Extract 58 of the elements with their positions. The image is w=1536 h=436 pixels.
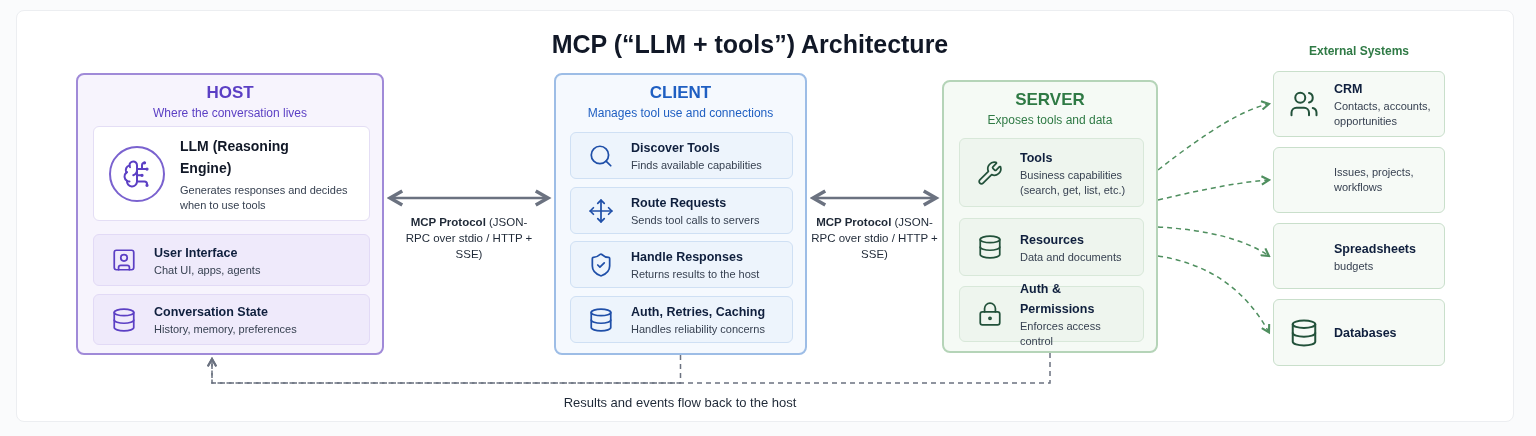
panel-title: HOST xyxy=(206,82,254,104)
component-description: Finds available capabilities xyxy=(631,158,762,173)
panel-subtitle: Where the conversation lives xyxy=(152,105,308,121)
flow-note: Results and events flow back to the host xyxy=(562,394,798,412)
panel-title: SERVER xyxy=(1015,89,1085,111)
component-card xyxy=(570,187,793,234)
component-description: Sends tool calls to servers xyxy=(631,213,760,228)
component-title: Auth & Permissions xyxy=(1020,281,1096,318)
component-description: Returns results to the host xyxy=(631,267,760,282)
component-description: Chat UI, apps, agents xyxy=(154,262,261,278)
component-title: Handle Responses xyxy=(631,249,744,266)
double-arrow xyxy=(811,189,938,207)
double-arrow xyxy=(388,189,550,207)
component-description: Data and documents xyxy=(1020,249,1122,265)
panel-title: CLIENT xyxy=(649,82,712,104)
dashed-arrow xyxy=(1157,100,1271,171)
component-card xyxy=(570,296,793,343)
dashed-arrow xyxy=(206,352,1051,384)
component-card xyxy=(959,138,1144,207)
diagram-title: MCP (“LLM + tools”) Architecture xyxy=(550,29,950,60)
dashed-arrow xyxy=(1157,175,1271,201)
component-title: Resources xyxy=(1020,231,1085,249)
component-card xyxy=(93,294,370,345)
component-card xyxy=(93,234,370,286)
component-description: Generates responses and decides when to use tools xyxy=(180,182,349,213)
component-title: CRM xyxy=(1334,81,1364,98)
component-description: Business capabilities (search, get, list, etc.) xyxy=(1020,167,1127,198)
system-card xyxy=(1273,71,1445,137)
component-description: Contacts, accounts, opportunities xyxy=(1334,99,1432,129)
llm-card xyxy=(93,126,370,221)
system-card xyxy=(1273,147,1445,213)
component-description: Handles reliability concerns xyxy=(631,322,766,337)
system-card xyxy=(1273,223,1445,289)
component-title: LLM (Reasoning Engine) xyxy=(180,136,290,178)
component-card xyxy=(570,241,793,288)
component-title: Discover Tools xyxy=(631,140,721,157)
panel-subtitle: Exposes tools and data xyxy=(987,112,1113,128)
component-description: Enforces access control xyxy=(1020,319,1102,349)
component-card xyxy=(959,218,1144,276)
system-card xyxy=(1273,299,1445,366)
dashed-arrow xyxy=(1157,226,1271,258)
component-description: Issues, projects, workflows xyxy=(1334,165,1415,195)
dashed-arrow xyxy=(1157,255,1271,334)
client-panel xyxy=(554,73,807,355)
component-title: Tools xyxy=(1020,149,1054,167)
panel-subtitle: Manages tool use and connections xyxy=(587,105,774,121)
server-panel xyxy=(942,80,1158,353)
component-description: budgets xyxy=(1334,258,1375,274)
host-panel xyxy=(76,73,384,355)
component-title: User Interface xyxy=(154,244,239,262)
column-heading: External Systems xyxy=(1307,43,1411,60)
component-title: Route Requests xyxy=(631,195,728,212)
component-card xyxy=(570,132,793,179)
component-title: Spreadsheets xyxy=(1334,240,1416,258)
component-title: Conversation State xyxy=(154,304,269,321)
component-title: Auth, Retries, Caching xyxy=(631,304,766,321)
component-description: History, memory, preferences xyxy=(154,322,297,337)
component-title: Databases xyxy=(1334,324,1397,342)
